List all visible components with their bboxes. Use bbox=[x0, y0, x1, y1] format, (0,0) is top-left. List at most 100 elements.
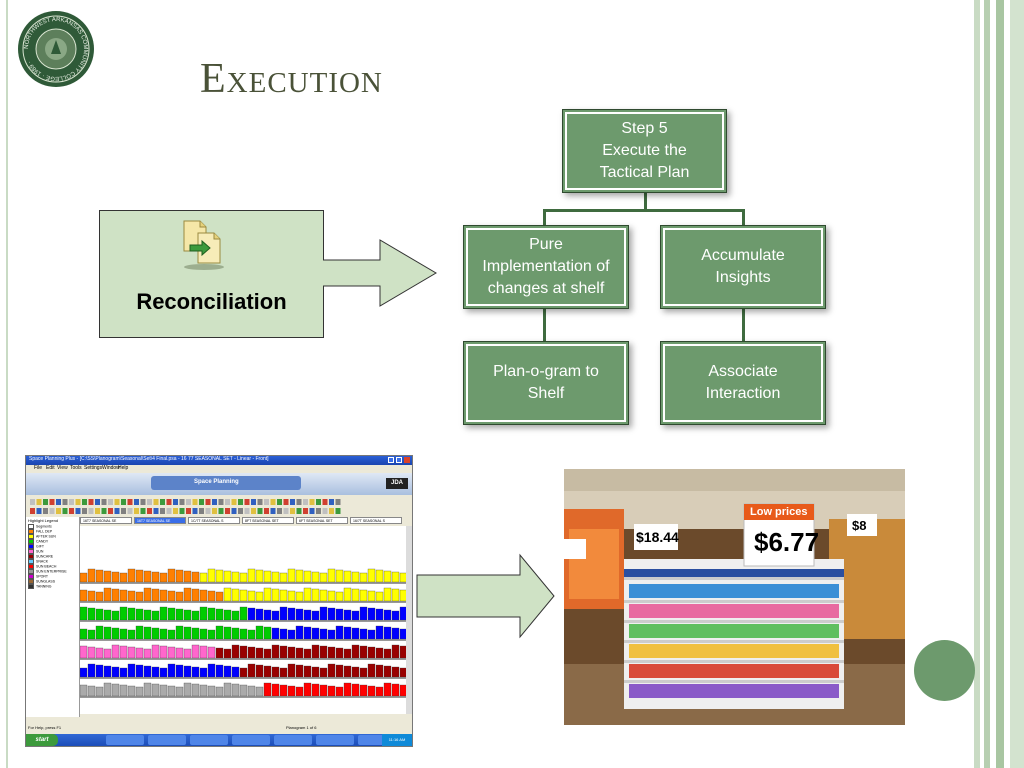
sp-toolbar-button[interactable] bbox=[49, 499, 55, 505]
sp-toolbar-button[interactable] bbox=[186, 508, 191, 514]
sp-toolbar-button[interactable] bbox=[212, 499, 217, 505]
sp-toolbar-button[interactable] bbox=[134, 508, 139, 514]
sp-tab[interactable]: 16T7 SEASONAL SE bbox=[80, 517, 132, 524]
sp-toolbar-button[interactable] bbox=[153, 508, 159, 514]
sp-toolbar-button[interactable] bbox=[101, 508, 107, 514]
sp-menu-help[interactable]: Help bbox=[118, 465, 129, 471]
sp-toolbar-button[interactable] bbox=[270, 508, 276, 514]
sp-toolbar-button[interactable] bbox=[192, 508, 198, 514]
sp-toolbar-button[interactable] bbox=[101, 499, 107, 505]
sp-toolbar-button[interactable] bbox=[121, 508, 126, 514]
sp-toolbar-button[interactable] bbox=[303, 508, 308, 514]
sp-tab[interactable]: 6FT SEASONAL SET bbox=[296, 517, 348, 524]
sp-toolbar-button[interactable] bbox=[277, 499, 282, 505]
sp-toolbar-button[interactable] bbox=[251, 508, 256, 514]
sp-toolbar-button[interactable] bbox=[225, 508, 230, 514]
sp-toolbar-button[interactable] bbox=[75, 499, 81, 505]
sp-toolbar-button[interactable] bbox=[329, 499, 334, 505]
sp-toolbar-button[interactable] bbox=[218, 499, 224, 505]
sp-tab[interactable]: 1C/7T SEASONAL S bbox=[188, 517, 240, 524]
sp-toolbar-button[interactable] bbox=[316, 508, 321, 514]
sp-toolbar-button[interactable] bbox=[244, 508, 250, 514]
sp-toolbar-button[interactable] bbox=[88, 499, 94, 505]
sp-taskbar-item[interactable] bbox=[232, 735, 270, 745]
sp-toolbar-button[interactable] bbox=[303, 499, 308, 505]
sp-toolbar-button[interactable] bbox=[212, 508, 217, 514]
sp-toolbar-button[interactable] bbox=[173, 508, 178, 514]
sp-toolbar-button[interactable] bbox=[36, 499, 42, 505]
sp-toolbar-button[interactable] bbox=[290, 508, 295, 514]
sp-toolbar-button[interactable] bbox=[82, 508, 87, 514]
sp-taskbar-item[interactable] bbox=[148, 735, 186, 745]
sp-toolbar-button[interactable] bbox=[160, 508, 165, 514]
sp-toolbar-button[interactable] bbox=[290, 499, 295, 505]
sp-toolbar-button[interactable] bbox=[277, 508, 282, 514]
sp-toolbar-button[interactable] bbox=[127, 499, 133, 505]
sp-toolbar-button[interactable] bbox=[179, 508, 185, 514]
sp-toolbar-button[interactable] bbox=[322, 499, 328, 505]
sp-toolbar-button[interactable] bbox=[335, 499, 341, 505]
sp-toolbar-button[interactable] bbox=[30, 499, 35, 505]
sp-toolbar-button[interactable] bbox=[296, 499, 302, 505]
sp-toolbar-button[interactable] bbox=[88, 508, 94, 514]
sp-toolbar-button[interactable] bbox=[251, 499, 256, 505]
sp-toolbar-button[interactable] bbox=[296, 508, 302, 514]
sp-taskbar-item[interactable] bbox=[274, 735, 312, 745]
sp-tab[interactable]: 8FT SEASONAL SET bbox=[242, 517, 294, 524]
sp-toolbar-button[interactable] bbox=[173, 499, 178, 505]
sp-toolbar-button[interactable] bbox=[257, 508, 263, 514]
sp-toolbar-button[interactable] bbox=[108, 499, 113, 505]
sp-taskbar-item[interactable] bbox=[106, 735, 144, 745]
sp-toolbar-button[interactable] bbox=[179, 499, 185, 505]
sp-toolbar-button[interactable] bbox=[205, 508, 211, 514]
sp-toolbar-button[interactable] bbox=[309, 499, 315, 505]
sp-toolbar-button[interactable] bbox=[147, 508, 152, 514]
sp-toolbar-button[interactable] bbox=[231, 508, 237, 514]
sp-toolbar-button[interactable] bbox=[82, 499, 87, 505]
sp-toolbar-button[interactable] bbox=[62, 499, 68, 505]
sp-maximize-icon[interactable] bbox=[396, 457, 402, 463]
sp-toolbar-button[interactable] bbox=[121, 499, 126, 505]
sp-toolbar-button[interactable] bbox=[270, 499, 276, 505]
sp-menu-view[interactable]: View bbox=[57, 465, 68, 471]
sp-toolbar-button[interactable] bbox=[238, 508, 243, 514]
sp-toolbar-button[interactable] bbox=[140, 499, 146, 505]
sp-toolbar-button[interactable] bbox=[238, 499, 243, 505]
sp-toolbar-button[interactable] bbox=[134, 499, 139, 505]
sp-toolbar-button[interactable] bbox=[108, 508, 113, 514]
sp-toolbar-button[interactable] bbox=[192, 499, 198, 505]
sp-toolbar-button[interactable] bbox=[30, 508, 35, 514]
sp-toolbar-button[interactable] bbox=[43, 508, 48, 514]
sp-toolbar-button[interactable] bbox=[49, 508, 55, 514]
sp-toolbar-button[interactable] bbox=[335, 508, 341, 514]
sp-toolbar-button[interactable] bbox=[69, 499, 74, 505]
sp-toolbar-button[interactable] bbox=[127, 508, 133, 514]
sp-tab[interactable]: 16T7 SEASONAL SE bbox=[134, 517, 186, 524]
sp-toolbar-button[interactable] bbox=[36, 508, 42, 514]
sp-scrollbar[interactable] bbox=[406, 526, 412, 714]
sp-toolbar-button[interactable] bbox=[199, 499, 204, 505]
sp-toolbar-button[interactable] bbox=[69, 508, 74, 514]
sp-toolbar-button[interactable] bbox=[166, 499, 172, 505]
sp-taskbar-item[interactable] bbox=[316, 735, 354, 745]
sp-toolbar-button[interactable] bbox=[56, 499, 61, 505]
sp-tab[interactable]: 16/7T SEASONAL S bbox=[350, 517, 402, 524]
sp-toolbar-button[interactable] bbox=[160, 499, 165, 505]
sp-toolbar-button[interactable] bbox=[231, 499, 237, 505]
sp-menu-file[interactable]: File bbox=[34, 465, 43, 471]
sp-menu-edit[interactable]: Edit bbox=[46, 465, 55, 471]
sp-toolbar-button[interactable] bbox=[309, 508, 315, 514]
sp-toolbar-button[interactable] bbox=[244, 499, 250, 505]
sp-menu-settings[interactable]: Settings bbox=[84, 465, 103, 471]
sp-toolbar-button[interactable] bbox=[205, 499, 211, 505]
sp-close-icon[interactable] bbox=[404, 457, 410, 463]
sp-toolbar-button[interactable] bbox=[166, 508, 172, 514]
sp-toolbar-button[interactable] bbox=[56, 508, 61, 514]
sp-toolbar-button[interactable] bbox=[225, 499, 230, 505]
sp-toolbar-button[interactable] bbox=[147, 499, 152, 505]
sp-toolbar-button[interactable] bbox=[283, 508, 289, 514]
sp-toolbar-button[interactable] bbox=[257, 499, 263, 505]
sp-toolbar-button[interactable] bbox=[140, 508, 146, 514]
sp-toolbar-button[interactable] bbox=[283, 499, 289, 505]
sp-toolbar-button[interactable] bbox=[114, 499, 120, 505]
